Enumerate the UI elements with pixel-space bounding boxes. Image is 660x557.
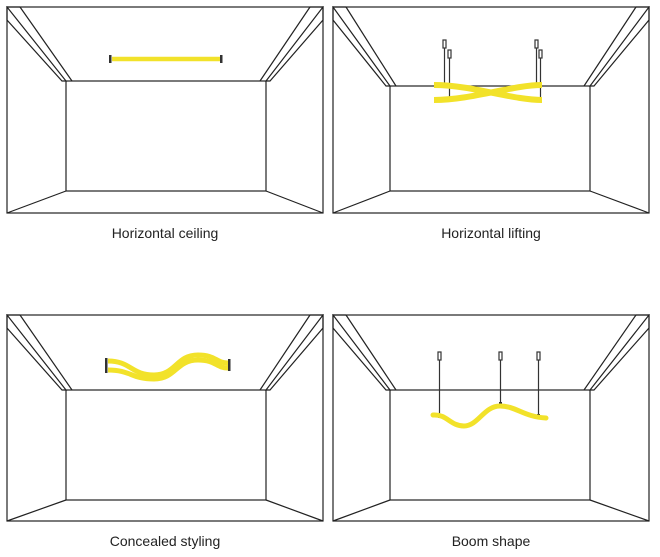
- light-strip: [109, 55, 223, 63]
- room-drawing-horizontal-lifting: [332, 6, 650, 214]
- suspension-rods: [442, 39, 543, 98]
- panel-boom-shape: [332, 314, 650, 524]
- panel-concealed-styling: [6, 314, 324, 524]
- room-outline: [6, 6, 324, 214]
- room-drawing-boom-shape: [332, 314, 650, 522]
- strip-end-cap-left: [105, 358, 108, 373]
- room-drawing-concealed-styling: [6, 314, 324, 522]
- panel-horizontal-ceiling: [6, 6, 324, 216]
- room-outline: [332, 6, 650, 214]
- strip-end-cap-right: [228, 359, 231, 371]
- light-strip: [433, 82, 543, 103]
- light-strip: [430, 403, 549, 429]
- room-outline: [6, 314, 324, 522]
- light-strip: [107, 352, 229, 382]
- caption-boom-shape: Boom shape: [451, 533, 531, 549]
- room-outline: [332, 314, 650, 522]
- room-drawing-horizontal-ceiling: [6, 6, 324, 214]
- caption-horizontal-ceiling: Horizontal ceiling: [111, 225, 219, 241]
- caption-concealed-styling: Concealed styling: [109, 533, 221, 549]
- panel-horizontal-lifting: [332, 6, 650, 216]
- caption-horizontal-lifting: Horizontal lifting: [441, 225, 541, 241]
